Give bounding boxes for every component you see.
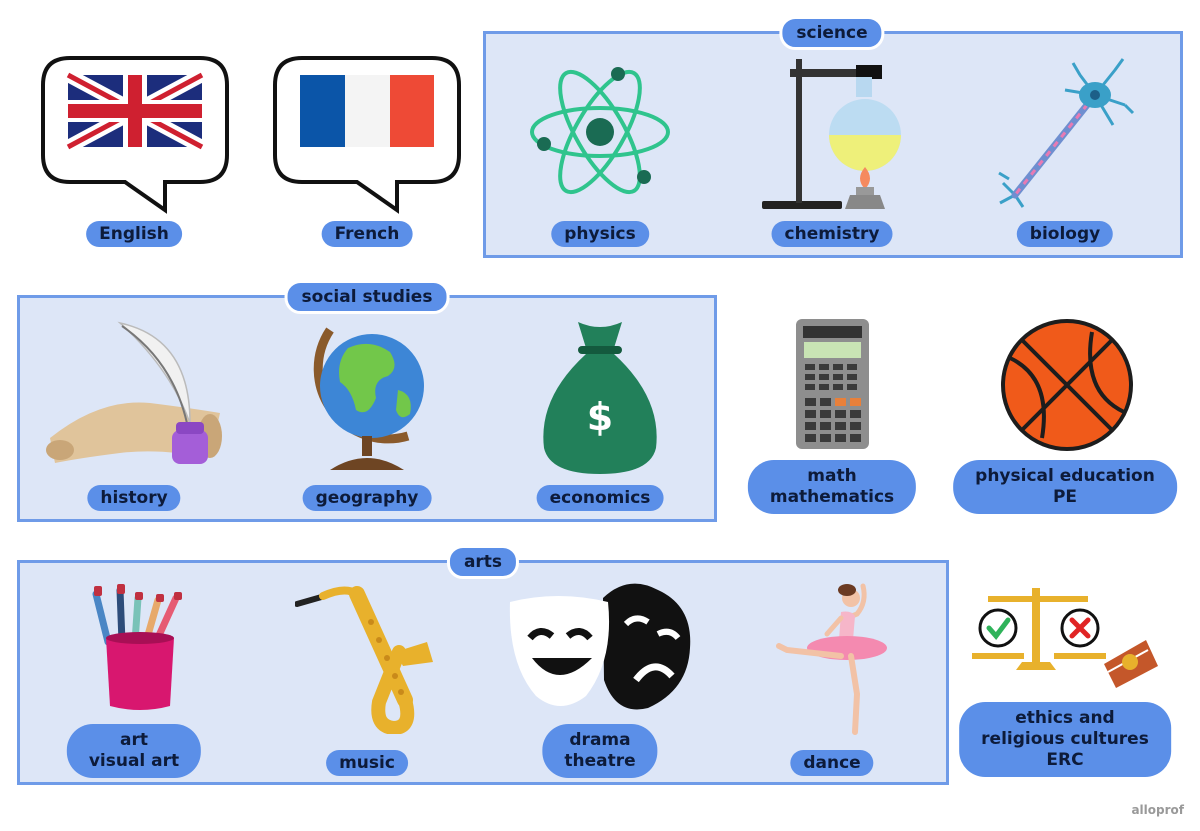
science-label-biology: biology xyxy=(1016,221,1114,247)
math-label-line2: mathematics xyxy=(769,487,895,507)
erc-label-line2: religious cultures xyxy=(981,729,1149,749)
paintbrushes-icon xyxy=(92,584,182,710)
globe-icon xyxy=(313,327,424,470)
language-label-french: French xyxy=(321,221,413,247)
arts-label-dance: dance xyxy=(790,750,874,776)
social-studies-title: social studies xyxy=(284,280,450,314)
alloprof-logo: alloprof xyxy=(1131,803,1184,817)
money-bag-icon: $ xyxy=(543,322,657,474)
social-studies-label-geography: geography xyxy=(302,485,432,511)
math-label-line1: math xyxy=(807,466,857,486)
pe-label-line1: physical education xyxy=(975,466,1155,486)
social-studies-label-history: history xyxy=(87,485,181,511)
arts-title: arts xyxy=(446,545,520,579)
arts-label-drama-line2: theatre xyxy=(564,751,636,771)
neuron-icon xyxy=(998,58,1135,208)
pe-label-line2: PE xyxy=(1052,487,1078,507)
arts-label-drama: drama theatre xyxy=(542,724,658,778)
basketball-icon xyxy=(1001,319,1133,451)
arts-label-music: music xyxy=(326,750,408,776)
pe-label: physical education PE xyxy=(953,460,1177,514)
scroll-quill-icon xyxy=(46,321,222,464)
svg-text:$: $ xyxy=(587,395,613,439)
lab-flask-icon xyxy=(762,59,901,209)
arts-label-visual-art: art visual art xyxy=(66,724,202,778)
science-title: science xyxy=(779,16,885,50)
math-label: math mathematics xyxy=(747,460,917,514)
science-label-physics: physics xyxy=(551,221,649,247)
france-flag-icon xyxy=(273,56,461,214)
language-label-english: English xyxy=(86,221,182,247)
arts-label-drama-line1: drama xyxy=(569,730,631,750)
erc-label: ethics and religious cultures ERC xyxy=(959,702,1171,777)
erc-label-line3: ERC xyxy=(1046,750,1084,770)
erc-label-line1: ethics and xyxy=(1015,708,1115,728)
science-label-chemistry: chemistry xyxy=(771,221,893,247)
atom-icon xyxy=(530,67,670,195)
saxophone-icon xyxy=(295,586,433,734)
uk-flag-icon xyxy=(41,56,229,214)
theatre-masks-icon xyxy=(509,583,691,710)
social-studies-label-economics: economics xyxy=(536,485,664,511)
arts-label-visual-art-line1: art xyxy=(120,730,148,750)
ballerina-icon xyxy=(776,583,887,735)
arts-label-visual-art-line2: visual art xyxy=(88,751,180,771)
calculator-icon xyxy=(796,319,869,449)
scales-book-icon xyxy=(972,588,1158,688)
